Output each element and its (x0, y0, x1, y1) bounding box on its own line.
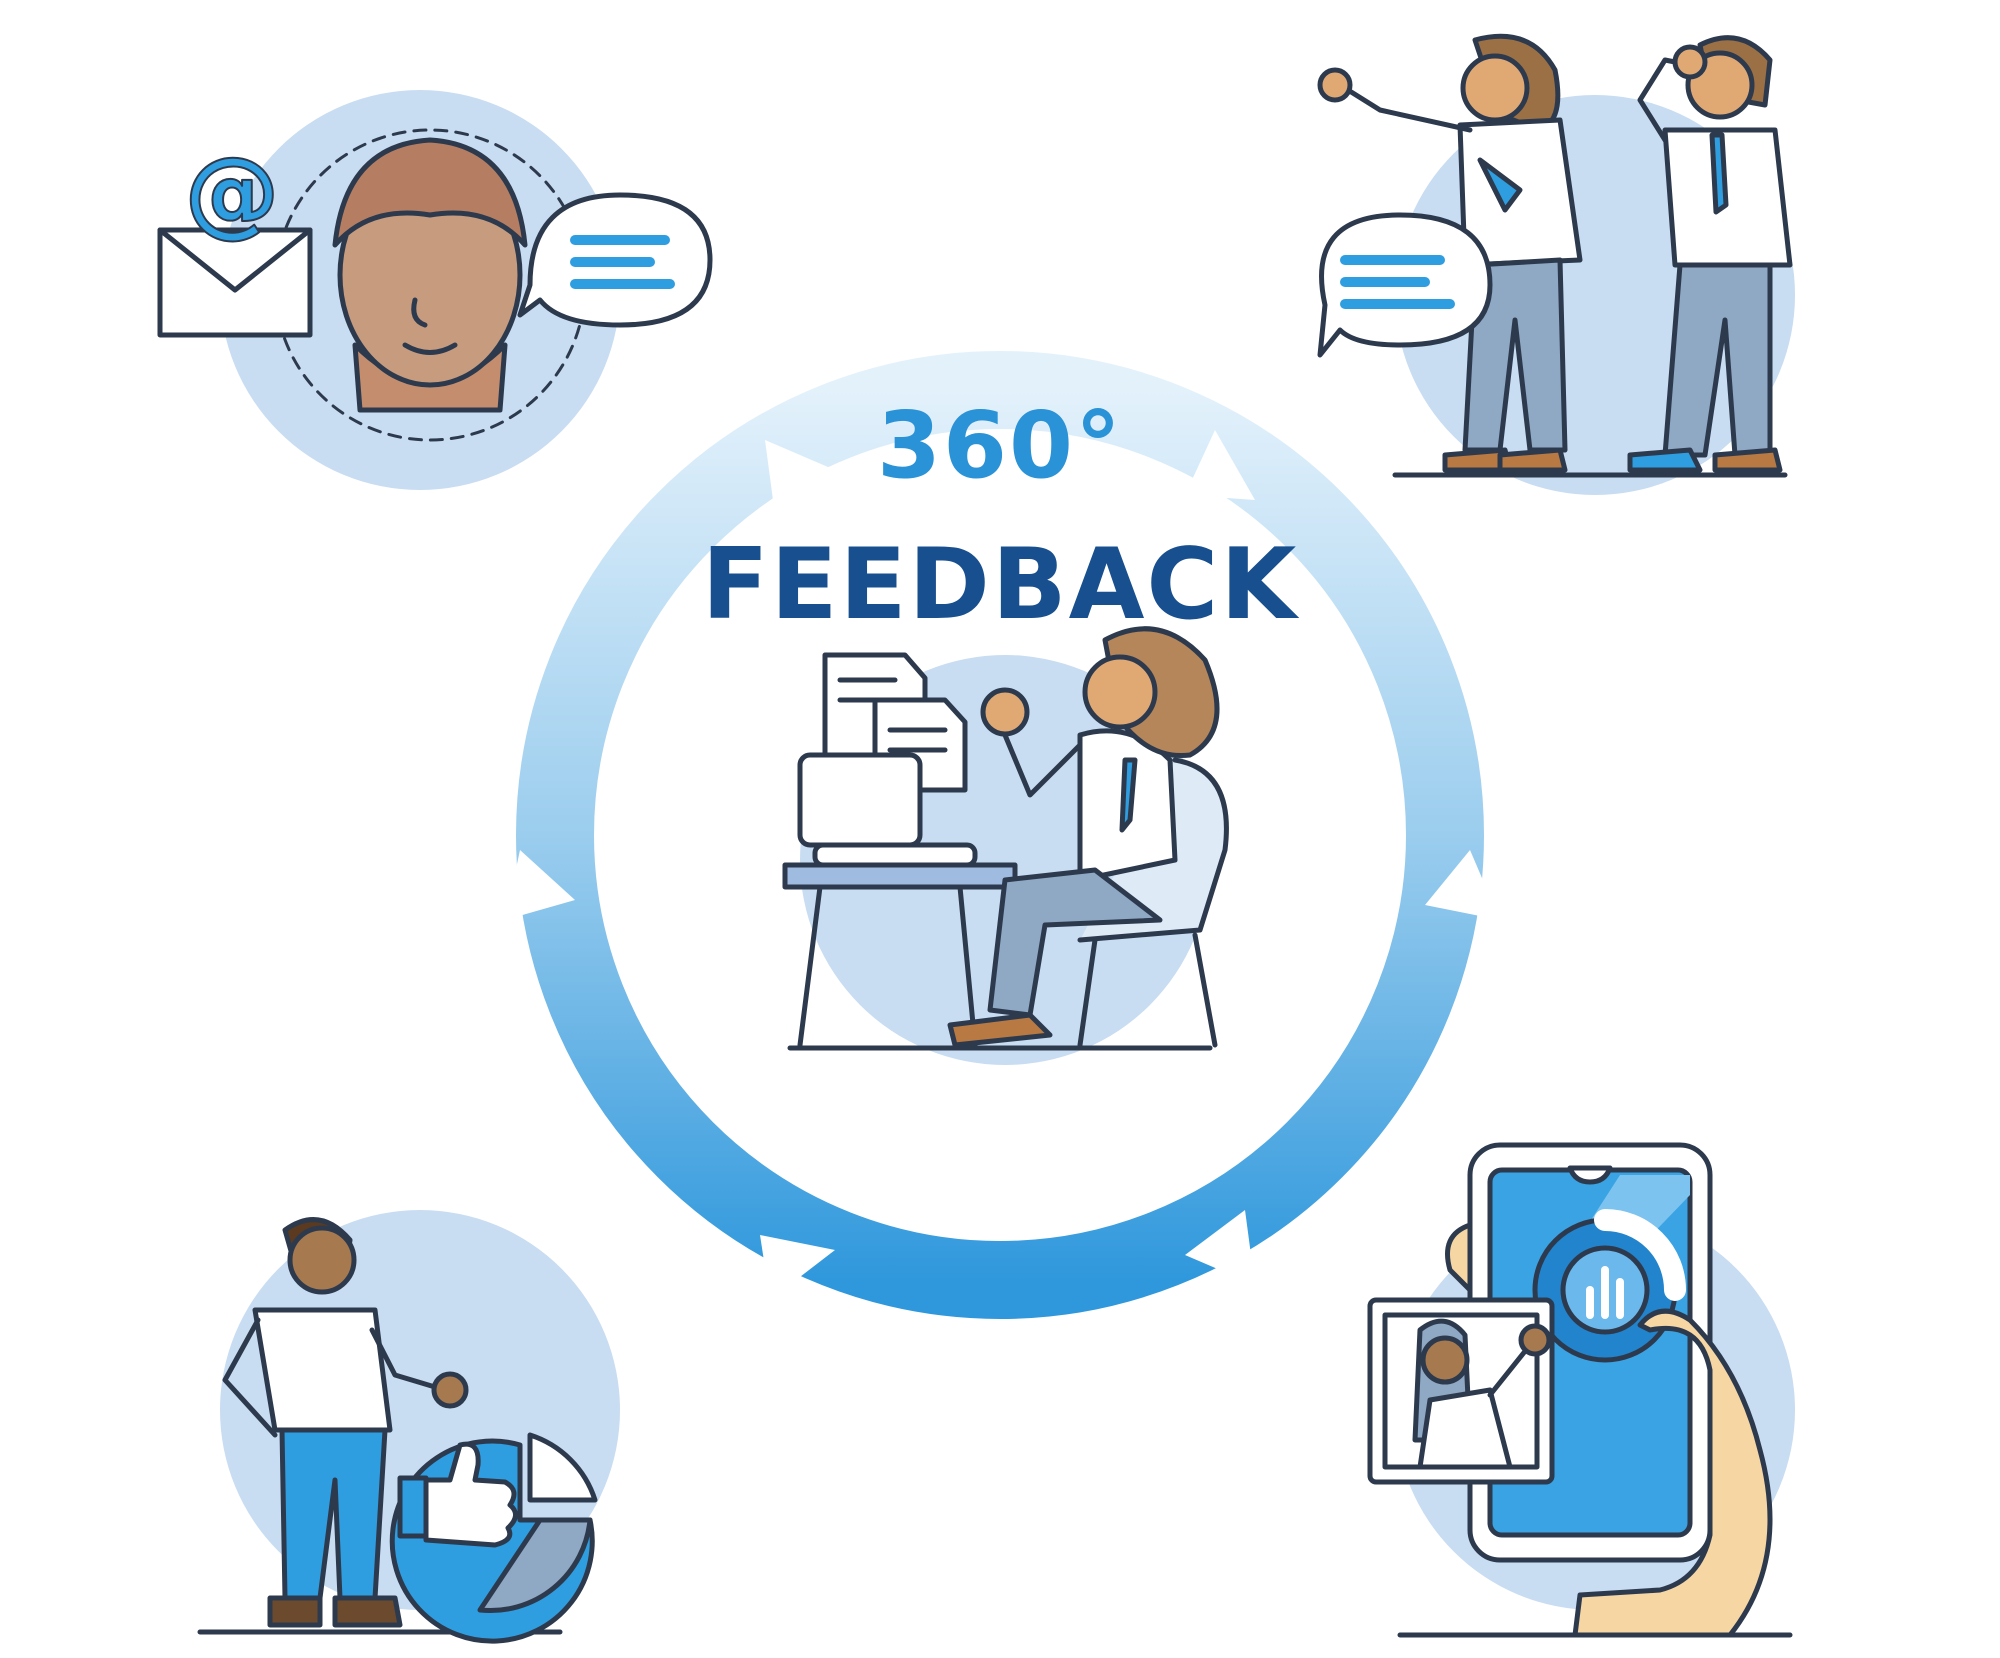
phone-analytics-videocall-icon (1367, 1142, 1795, 1638)
svg-text:@: @ (185, 138, 280, 248)
email-chat-avatar-icon: @ (157, 90, 713, 490)
person-at-desk-icon (782, 626, 1229, 1065)
title-line-360: 360° (876, 392, 1124, 499)
title-line-feedback: FEEDBACK (701, 528, 1299, 642)
presenter-pie-chart-icon (197, 1210, 620, 1644)
cycle-ring (505, 351, 1500, 1319)
colleagues-discussion-icon (1317, 33, 1795, 495)
ring-arrow-notches (505, 430, 1500, 1300)
